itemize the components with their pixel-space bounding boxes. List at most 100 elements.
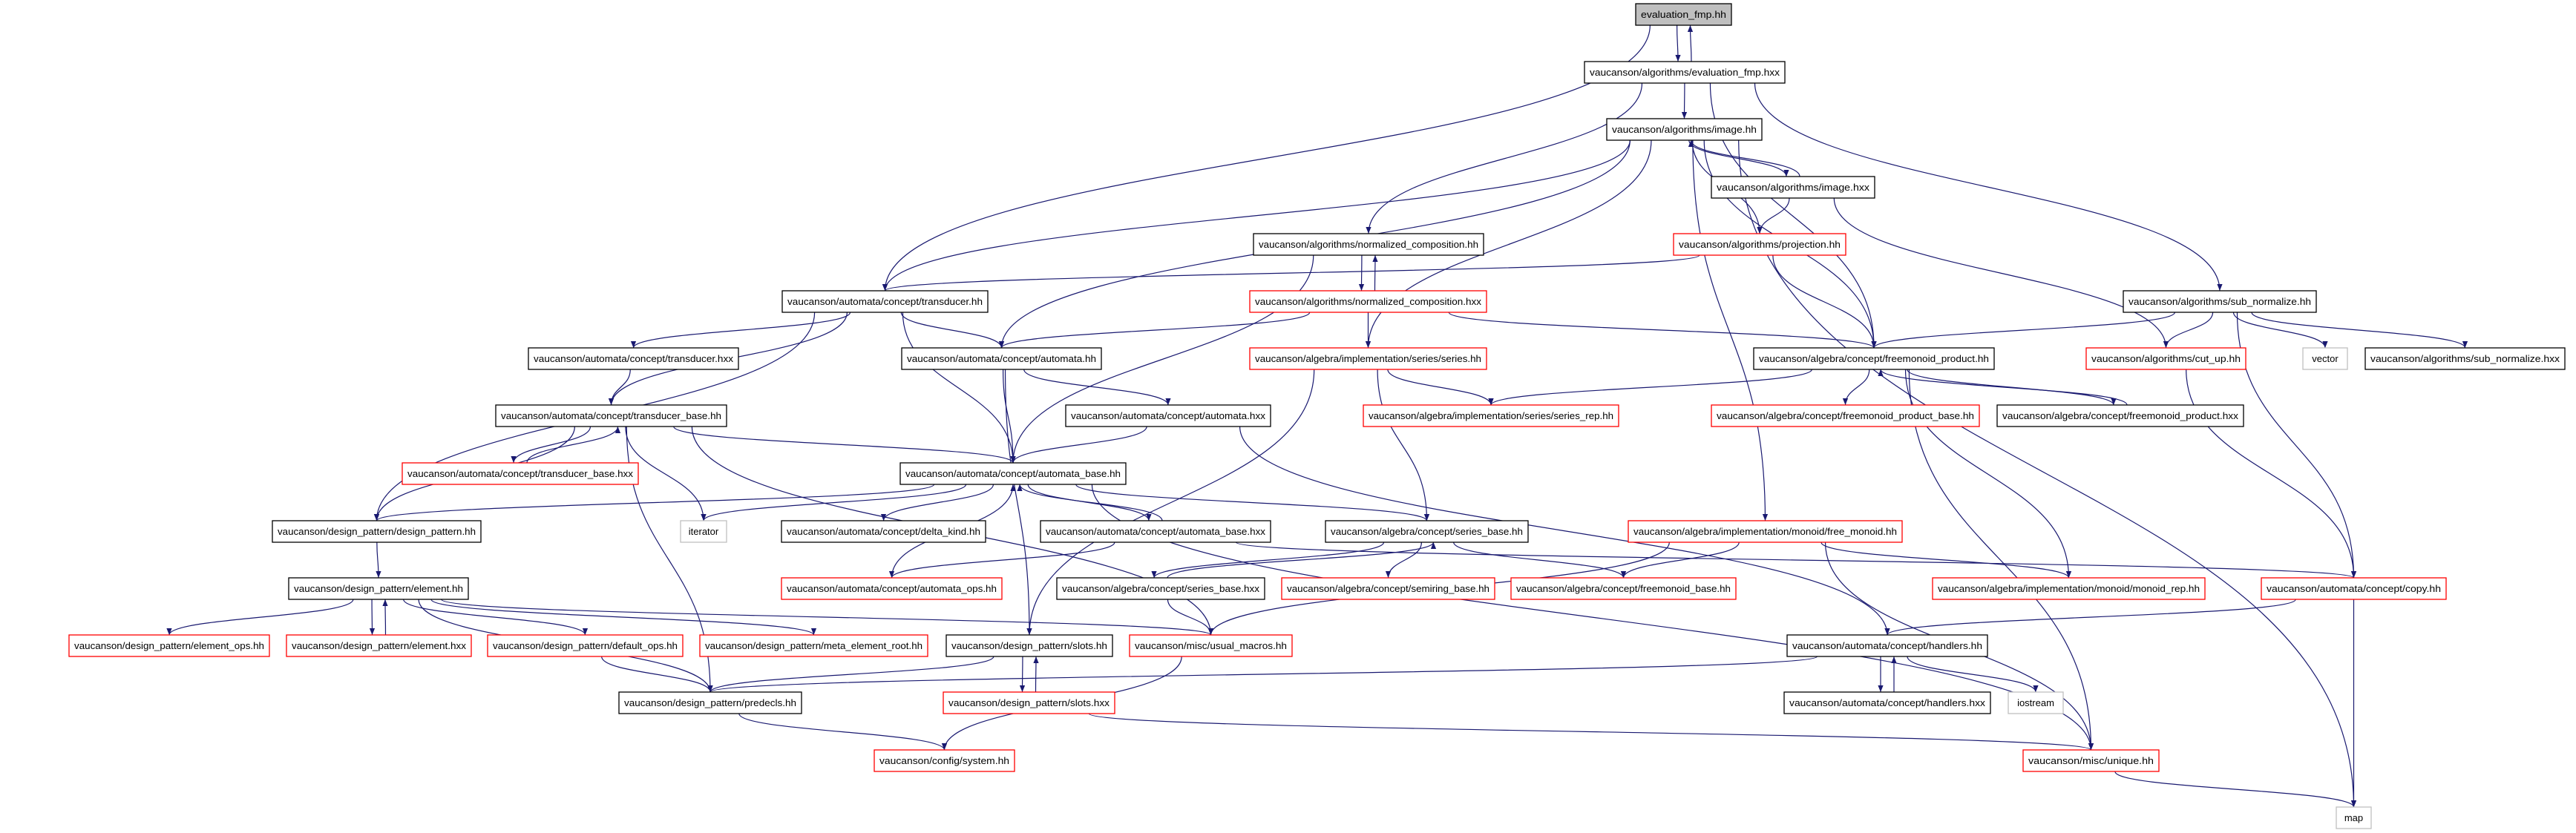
node-unique[interactable]: vaucanson/misc/unique.hh — [2022, 749, 2160, 772]
node-usual-macros[interactable]: vaucanson/misc/usual_macros.hh — [1129, 634, 1293, 657]
node-automata-base-hxx[interactable]: vaucanson/automata/concept/automata_base… — [1040, 520, 1271, 543]
node-series-hh[interactable]: vaucanson/algebra/implementation/series/… — [1249, 347, 1487, 370]
edge-automata_base_hh-to-delta_kind — [880, 484, 994, 521]
node-automata-hxx[interactable]: vaucanson/automata/concept/automata.hxx — [1065, 404, 1271, 427]
node-system[interactable]: vaucanson/config/system.hh — [874, 749, 1015, 772]
node-sub-norm-hxx[interactable]: vaucanson/algorithms/sub_normalize.hxx — [2364, 347, 2566, 370]
edge-eval_hxx-to-nc_hh — [1366, 82, 1643, 234]
node-box — [874, 749, 1015, 772]
node-box — [1510, 577, 1737, 600]
node-sub-norm-hh[interactable]: vaucanson/algorithms/sub_normalize.hh — [2123, 290, 2317, 313]
node-label: vaucanson/algebra/implementation/monoid/… — [1938, 583, 2200, 594]
node-slots-hxx[interactable]: vaucanson/design_pattern/slots.hxx — [943, 691, 1115, 714]
node-box — [495, 404, 727, 427]
node-label: vaucanson/automata/concept/transducer_ba… — [407, 468, 634, 479]
node-label: vaucanson/misc/unique.hh — [2028, 755, 2154, 766]
node-box — [1281, 577, 1495, 600]
edge-transducer_hh-to-automata_base_hh — [902, 312, 1016, 464]
node-label: vaucanson/automata/concept/automata.hxx — [1071, 410, 1266, 421]
node-label: vaucanson/design_pattern/default_ops.hh — [493, 640, 678, 651]
node-eval-hh[interactable]: evaluation_fmp.hh — [1635, 3, 1732, 26]
node-automata-base-hh[interactable]: vaucanson/automata/concept/automata_base… — [899, 462, 1127, 485]
node-label: vaucanson/algorithms/sub_normalize.hxx — [2370, 353, 2560, 364]
node-label: vaucanson/automata/concept/automata_base… — [1046, 526, 1266, 537]
node-image-hxx[interactable]: vaucanson/algorithms/image.hxx — [1711, 176, 1875, 199]
node-label: vaucanson/automata/concept/transducer.hx… — [534, 353, 734, 364]
edge-handlers_hh-to-iostream — [1907, 656, 2039, 693]
node-handlers-hxx[interactable]: vaucanson/automata/concept/handlers.hxx — [1783, 691, 1991, 714]
node-box — [1628, 520, 1903, 543]
node-freemonoid-base[interactable]: vaucanson/algebra/concept/freemonoid_bas… — [1510, 577, 1737, 600]
edge-slots_hxx-to-slots_hh — [1033, 656, 1039, 693]
node-free-monoid[interactable]: vaucanson/algebra/implementation/monoid/… — [1628, 520, 1903, 543]
node-element-hxx[interactable]: vaucanson/design_pattern/element.hxx — [286, 634, 472, 657]
node-vector[interactable]: vector — [2302, 347, 2348, 370]
edge-element_hxx-to-element_hh — [382, 599, 388, 636]
node-label: vaucanson/algebra/concept/freemonoid_pro… — [1717, 410, 1974, 421]
node-fmp-hxx[interactable]: vaucanson/algebra/concept/freemonoid_pro… — [1996, 404, 2244, 427]
node-design-pattern[interactable]: vaucanson/design_pattern/design_pattern.… — [272, 520, 482, 543]
node-transducer-base-hxx[interactable]: vaucanson/automata/concept/transducer_ba… — [402, 462, 639, 485]
node-transducer-base-hh[interactable]: vaucanson/automata/concept/transducer_ba… — [495, 404, 727, 427]
edge-transducer_hh-to-transducer_hxx — [631, 312, 851, 349]
node-meta-element-root[interactable]: vaucanson/design_pattern/meta_element_ro… — [699, 634, 928, 657]
node-box — [1363, 404, 1619, 427]
node-element-ops[interactable]: vaucanson/design_pattern/element_ops.hh — [68, 634, 270, 657]
node-label: vaucanson/algorithms/evaluation_fmp.hxx — [1590, 67, 1780, 78]
node-label: evaluation_fmp.hh — [1641, 9, 1726, 20]
node-box — [1253, 233, 1484, 256]
node-box — [1673, 233, 1846, 256]
node-series-base-hxx[interactable]: vaucanson/algebra/concept/series_base.hx… — [1056, 577, 1265, 600]
node-label: vaucanson/design_pattern/predecls.hh — [624, 697, 796, 708]
node-projection[interactable]: vaucanson/algorithms/projection.hh — [1673, 233, 1846, 256]
edge-free_monoid-to-monoid_rep — [1820, 541, 2071, 579]
edge-slots_hh-to-predecls — [707, 656, 994, 693]
edge-fmp_hh-to-fmp_base — [1842, 369, 1870, 406]
node-series-rep[interactable]: vaucanson/algebra/implementation/series/… — [1363, 404, 1619, 427]
node-iostream[interactable]: iostream — [2008, 691, 2064, 714]
node-box — [1786, 634, 1988, 657]
node-automata-ops[interactable]: vaucanson/automata/concept/automata_ops.… — [781, 577, 1003, 600]
node-label: vaucanson/automata/concept/copy.hh — [2267, 583, 2441, 594]
node-nc-hxx[interactable]: vaucanson/algorithms/normalized_composit… — [1249, 290, 1487, 313]
edge-automata_base_hh-to-iterator — [701, 484, 967, 521]
node-delta-kind[interactable]: vaucanson/automata/concept/delta_kind.hh — [781, 520, 986, 543]
node-element-hh[interactable]: vaucanson/design_pattern/element.hh — [288, 577, 469, 600]
node-handlers-hh[interactable]: vaucanson/automata/concept/handlers.hh — [1786, 634, 1988, 657]
node-label: vaucanson/algebra/implementation/series/… — [1255, 353, 1481, 364]
node-cut-up[interactable]: vaucanson/algorithms/cut_up.hh — [2085, 347, 2246, 370]
node-map[interactable]: map — [2336, 806, 2372, 829]
node-box — [1040, 520, 1271, 543]
edge-eval_hxx-to-sub_norm_hh — [1754, 82, 2223, 292]
edge-fmp_hxx-to-fmp_hh — [1878, 369, 2128, 406]
node-image-hh[interactable]: vaucanson/algorithms/image.hh — [1606, 118, 1763, 141]
node-transducer-hh[interactable]: vaucanson/automata/concept/transducer.hh — [781, 290, 989, 313]
edge-series_hh-to-slots_hh — [1026, 369, 1315, 636]
node-default-ops[interactable]: vaucanson/design_pattern/default_ops.hh — [487, 634, 684, 657]
node-label: vaucanson/design_pattern/element.hxx — [292, 640, 467, 651]
edge-default_ops-to-predecls — [601, 656, 713, 693]
node-fmp-base[interactable]: vaucanson/algebra/concept/freemonoid_pro… — [1711, 404, 1980, 427]
node-monoid-rep[interactable]: vaucanson/algebra/implementation/monoid/… — [1932, 577, 2206, 600]
node-semiring-base[interactable]: vaucanson/algebra/concept/semiring_base.… — [1281, 577, 1495, 600]
node-box — [1325, 520, 1529, 543]
node-nc-hh[interactable]: vaucanson/algorithms/normalized_composit… — [1253, 233, 1484, 256]
node-iterator[interactable]: iterator — [680, 520, 727, 543]
node-predecls[interactable]: vaucanson/design_pattern/predecls.hh — [618, 691, 802, 714]
node-eval-hxx[interactable]: vaucanson/algorithms/evaluation_fmp.hxx — [1584, 61, 1786, 84]
node-automata-hh[interactable]: vaucanson/automata/concept/automata.hh — [901, 347, 1102, 370]
node-label: vaucanson/algebra/concept/freemonoid_bas… — [1516, 583, 1731, 594]
node-label: vaucanson/algebra/concept/freemonoid_pro… — [1759, 353, 1989, 364]
edge-image_hxx-to-cut_up — [1833, 197, 2169, 349]
edge-free_monoid-to-freemonoid_base — [1620, 541, 1740, 579]
node-label: vaucanson/algebra/implementation/monoid/… — [1633, 526, 1897, 537]
node-fmp-hh[interactable]: vaucanson/algebra/concept/freemonoid_pro… — [1753, 347, 1995, 370]
node-box — [1584, 61, 1786, 84]
node-slots-hh[interactable]: vaucanson/design_pattern/slots.hh — [945, 634, 1113, 657]
node-transducer-hxx[interactable]: vaucanson/automata/concept/transducer.hx… — [528, 347, 739, 370]
node-copy[interactable]: vaucanson/automata/concept/copy.hh — [2261, 577, 2447, 600]
node-label: map — [2344, 812, 2363, 823]
node-box — [781, 577, 1003, 600]
node-series-base-hh[interactable]: vaucanson/algebra/concept/series_base.hh — [1325, 520, 1529, 543]
